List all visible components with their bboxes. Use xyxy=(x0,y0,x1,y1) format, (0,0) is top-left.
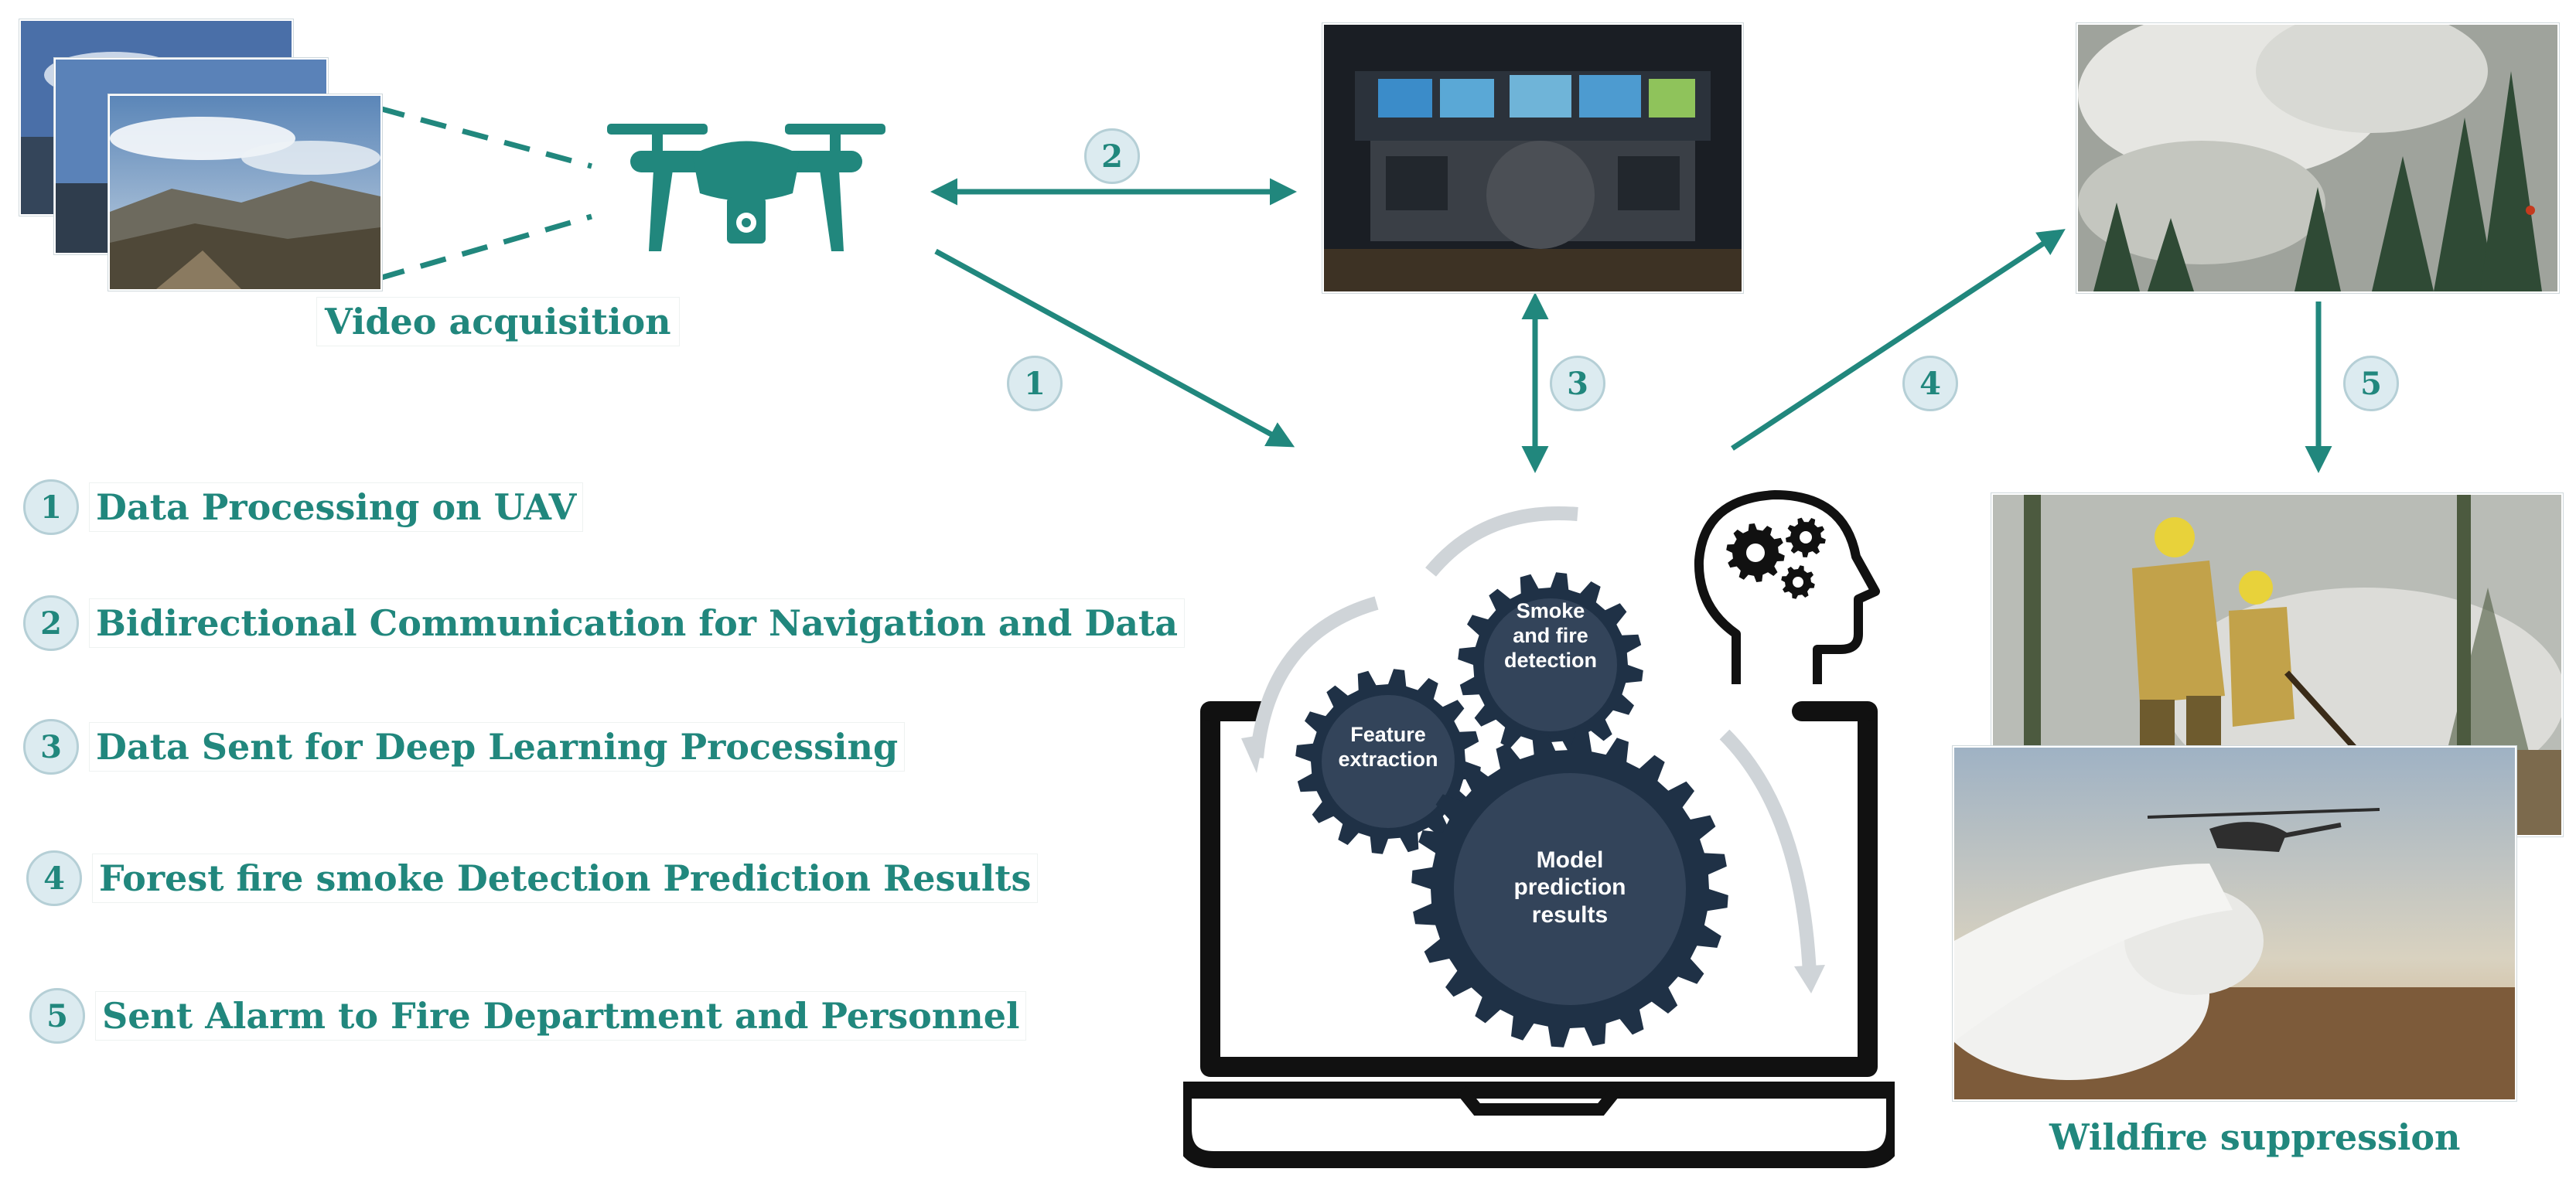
legend-label: Data Sent for Deep Learning Processing xyxy=(90,722,905,772)
video-acquisition-caption: Video acquisition xyxy=(317,298,679,346)
step-badge-4: 4 xyxy=(1902,356,1958,411)
arrow-4 xyxy=(1731,229,2066,451)
gear-icon xyxy=(1458,572,1643,758)
legend-label: Forest fire smoke Detection Prediction R… xyxy=(93,854,1038,903)
gear-label-smoke-fire-detection: Smoke and fire detection xyxy=(1503,599,1597,672)
ground-control-station-photo xyxy=(1322,23,1743,293)
helicopter-water-drop-photo xyxy=(1953,746,2516,1101)
gear-label-feature-extraction: Feature extraction xyxy=(1338,723,1438,771)
step-badge-2: 2 xyxy=(1084,128,1140,184)
forest-fire-smoke-photo xyxy=(2076,23,2559,293)
arrow-1 xyxy=(934,248,1295,448)
wildfire-suppression-caption: Wildfire suppression xyxy=(2042,1113,2469,1161)
gears-group xyxy=(1295,572,1728,1048)
step-badge-3: 3 xyxy=(1550,356,1605,411)
legend-label: Data Processing on UAV xyxy=(90,482,583,532)
legend-item-4: 4 Forest fire smoke Detection Prediction… xyxy=(26,850,1038,906)
step-badge-1: 1 xyxy=(1007,356,1063,411)
legend-item-2: 2 Bidirectional Communication for Naviga… xyxy=(23,595,1185,651)
video-frame-front xyxy=(108,94,382,291)
laptop-icon xyxy=(1183,506,1895,1168)
legend-badge: 5 xyxy=(29,988,85,1044)
legend-label: Sent Alarm to Fire Department and Person… xyxy=(96,991,1026,1041)
gear-icon xyxy=(1411,731,1728,1048)
head-gears-icon xyxy=(1694,490,1880,684)
gear-label-model-prediction: Model prediction results xyxy=(1513,847,1626,928)
legend-label: Bidirectional Communication for Navigati… xyxy=(90,598,1185,648)
legend-badge: 3 xyxy=(23,719,79,775)
legend-badge: 4 xyxy=(26,850,82,906)
step-badge-5: 5 xyxy=(2343,356,2399,411)
legend-item-1: 1 Data Processing on UAV xyxy=(23,479,583,535)
camera-dash-top xyxy=(378,105,592,169)
drone-icon xyxy=(607,124,885,251)
legend-badge: 1 xyxy=(23,479,79,535)
legend-badge: 2 xyxy=(23,595,79,651)
gear-icon xyxy=(1295,669,1481,854)
camera-dash-bottom xyxy=(378,213,592,281)
legend-item-3: 3 Data Sent for Deep Learning Processing xyxy=(23,719,905,775)
legend-item-5: 5 Sent Alarm to Fire Department and Pers… xyxy=(29,988,1026,1044)
